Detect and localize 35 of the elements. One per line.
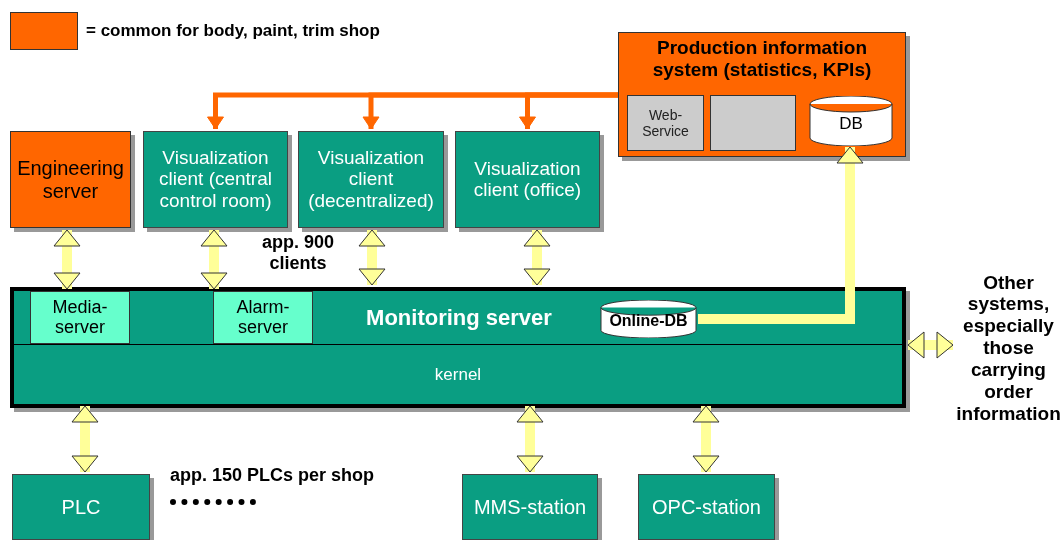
double-arrow — [200, 229, 228, 290]
arrow — [519, 92, 618, 130]
double-arrow — [692, 405, 720, 473]
box-label: Visualization client (decentralized) — [307, 146, 435, 213]
box-label: Alarm-server — [235, 296, 291, 339]
box-label: Engineering server — [16, 156, 125, 203]
box-title: Monitoring server — [365, 305, 553, 331]
double-arrow — [516, 405, 544, 473]
box-label: OPC-station — [651, 495, 762, 519]
arrow — [698, 146, 864, 324]
box-label: DB — [838, 114, 864, 134]
double-arrow — [358, 229, 386, 286]
database-cylinder — [809, 96, 893, 146]
box-label: Web-Service — [641, 106, 690, 140]
box-label: Online-DB — [608, 312, 689, 331]
double-arrow — [523, 229, 551, 286]
module-box — [627, 95, 704, 151]
module-box — [710, 95, 796, 151]
box-label: PLC — [60, 495, 102, 519]
double-arrow — [71, 405, 99, 473]
legend-text: = common for body, paint, trim shop — [86, 21, 380, 41]
box-label: MMS-station — [472, 495, 588, 519]
box-title: Production information system (statistics, KPIs) — [651, 37, 873, 81]
note-text: app. 150 PLCs per shop — [170, 465, 376, 486]
box-label: kernel — [433, 364, 483, 385]
box-label: Visualization client (office) — [472, 157, 583, 202]
double-arrow — [53, 229, 81, 290]
database-cylinder — [600, 300, 697, 338]
double-arrow — [907, 331, 954, 359]
box-label: Visualization client (central control room) — [158, 146, 273, 213]
module-box — [30, 291, 130, 344]
note-text: app. 900 clients — [260, 232, 335, 274]
box-label: Other systems, especially those carrying order information — [955, 271, 1062, 424]
box-label: Media-server — [51, 296, 109, 339]
module-box — [213, 291, 313, 344]
